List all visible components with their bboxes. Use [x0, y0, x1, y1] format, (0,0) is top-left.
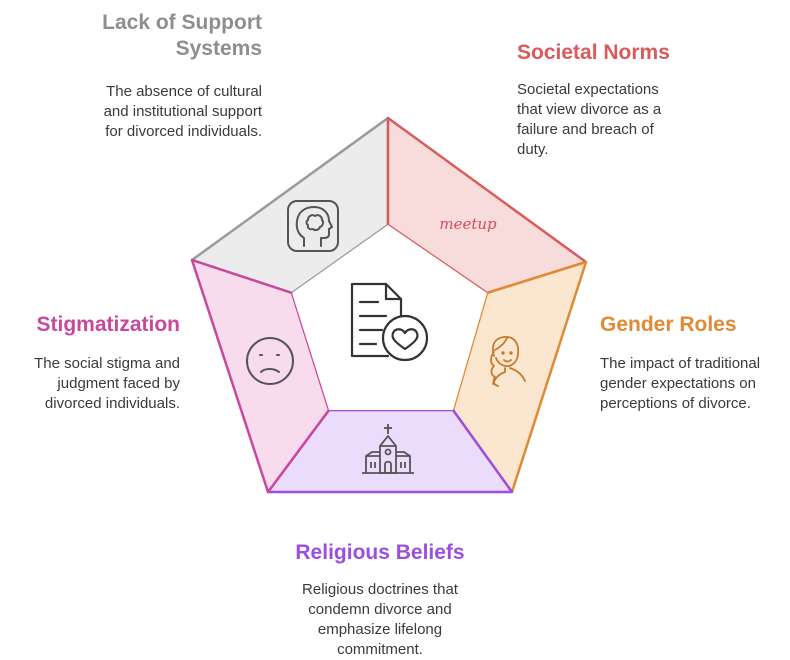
church-icon: [362, 424, 414, 474]
sad-face-icon: [246, 337, 294, 385]
stigma-title: Stigmatization: [36, 313, 180, 336]
gender-title: Gender Roles: [600, 313, 737, 336]
support-block: Lack of Support Systems The absence of c…: [40, 10, 262, 142]
head-brain-icon: [287, 200, 339, 252]
norms-desc-line3: failure and breach of: [517, 121, 654, 138]
gender-desc-line2: gender expectations on: [600, 375, 756, 392]
support-desc-line1: The absence of cultural: [106, 83, 262, 100]
support-title-line2: Systems: [175, 37, 262, 60]
norms-block: Societal Norms Societal expectations tha…: [517, 40, 717, 160]
center-pentagon: [292, 225, 487, 410]
stigma-desc-line1: The social stigma and: [34, 355, 180, 372]
norms-description: Societal expectations that view divorce …: [517, 80, 717, 160]
gender-desc-line3: perceptions of divorce.: [600, 395, 751, 412]
meetup-logo: meetup: [439, 215, 497, 233]
norms-title: Societal Norms: [517, 41, 670, 64]
support-desc-line3: for divorced individuals.: [105, 123, 262, 140]
stigma-block: Stigmatization The social stigma and jud…: [0, 312, 180, 414]
religion-block: Religious Beliefs Religious doctrines th…: [270, 540, 490, 660]
gender-description: The impact of traditional gender expecta…: [600, 354, 790, 414]
support-desc-line2: and institutional support: [103, 103, 262, 120]
religion-title: Religious Beliefs: [295, 541, 465, 564]
stigma-desc-line2: judgment faced by: [57, 375, 180, 392]
support-title-line1: Lack of Support: [102, 11, 262, 34]
religion-desc-line4: commitment.: [337, 641, 423, 658]
religion-desc-line2: condemn divorce and: [308, 601, 452, 618]
gender-block: Gender Roles The impact of traditional g…: [600, 312, 790, 414]
woman-braid-icon: [490, 336, 526, 387]
support-description: The absence of cultural and institutiona…: [40, 82, 262, 142]
religion-desc-line3: emphasize lifelong: [317, 621, 443, 638]
document-heart-icon: [350, 282, 429, 362]
norms-desc-line1: Societal expectations: [517, 81, 659, 98]
support-title: Lack of Support Systems: [40, 10, 262, 62]
religion-desc-line1: Religious doctrines that: [302, 581, 458, 598]
svg-text:meetup: meetup: [439, 215, 497, 233]
norms-desc-line2: that view divorce as a: [517, 101, 662, 118]
norms-desc-line4: duty.: [517, 141, 549, 158]
stigma-desc-line3: divorced individuals.: [44, 395, 180, 412]
stigma-description: The social stigma and judgment faced by …: [0, 354, 180, 414]
gender-desc-line1: The impact of traditional: [600, 355, 761, 372]
religion-description: Religious doctrines that condemn divorce…: [270, 580, 490, 660]
